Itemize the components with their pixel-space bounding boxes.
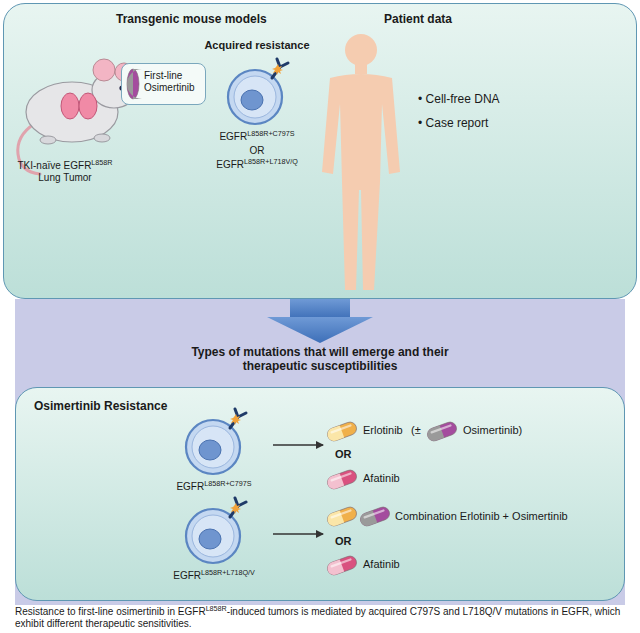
cell-icon	[221, 57, 297, 129]
body-text: Afatinib	[363, 472, 400, 485]
superscript: L858R+C797S	[247, 129, 294, 138]
body-text: Afatinib	[363, 558, 400, 571]
superscript: L858R	[91, 158, 112, 167]
section-panel: Osimertinib ResistanceEGFRL858R+C797S Erl…	[15, 387, 625, 601]
body-text: Erlotinib	[363, 424, 403, 437]
body-text: (±	[411, 424, 421, 437]
heading-text: Types of mutations that will emerge and …	[165, 345, 475, 374]
drug-box: First-line Osimertinib	[121, 63, 206, 105]
heading-text: Patient data	[384, 12, 452, 26]
body-text: EGFRL858R+C797S	[197, 131, 317, 143]
cell-box: EGFRL858R+L718Q/V	[159, 500, 273, 592]
heading-text: Osimertinib Resistance	[34, 399, 167, 413]
superscript: L858R	[206, 604, 227, 613]
heading-text: Acquired resistance	[197, 39, 317, 52]
cell-box: EGFRL858R+C797S	[159, 411, 273, 497]
background-band: Types of mutations that will emerge and …	[15, 299, 625, 605]
caption: Resistance to first-line osimertinib in …	[15, 606, 627, 630]
treatment-group: Combination Erlotinib + OsimertinibOR Afa…	[323, 504, 588, 596]
cell-icon	[175, 500, 255, 568]
heading-text: OR	[335, 448, 352, 461]
section-panel: Transgenic mouse models Patient dataFirst…	[3, 3, 637, 299]
superscript: L858R+L718V/Q	[244, 157, 298, 166]
body-text: Osimertinib)	[463, 424, 522, 437]
body-text: EGFRL858R+L718Q/V	[159, 570, 269, 582]
body-text: OR	[197, 145, 317, 157]
block-arrow	[15, 299, 625, 345]
illustration	[4, 4, 638, 300]
cell-group: Acquired resistanceEGFRL858R+C797S OR EGFR…	[197, 37, 321, 187]
treatment-group: Erlotinib (± Osimertinib) OR Afatinib	[323, 411, 538, 499]
heading-text: OR	[335, 535, 352, 548]
superscript: L858R+C797S	[204, 479, 251, 488]
body-text: EGFRL858R+C797S	[159, 481, 269, 493]
bullet-item: • Cell-free DNA	[418, 92, 500, 106]
arrow-connector	[273, 444, 323, 446]
heading-text: Transgenic mouse models	[116, 12, 267, 26]
body-text: First-line Osimertinib	[144, 70, 202, 94]
pill-icon	[122, 64, 144, 106]
cell-icon	[175, 411, 255, 479]
figure-label: TKI-naïve EGFRL858R Lung Tumor	[12, 160, 118, 184]
body-text: EGFRL858R+L718V/Q	[197, 159, 317, 171]
body-text: Combination Erlotinib + Osimertinib	[395, 510, 568, 523]
superscript: L858R+L718Q/V	[201, 568, 255, 577]
pill-icon	[323, 504, 393, 592]
bullet-item: • Case report	[418, 116, 488, 130]
arrow-connector	[273, 533, 323, 535]
